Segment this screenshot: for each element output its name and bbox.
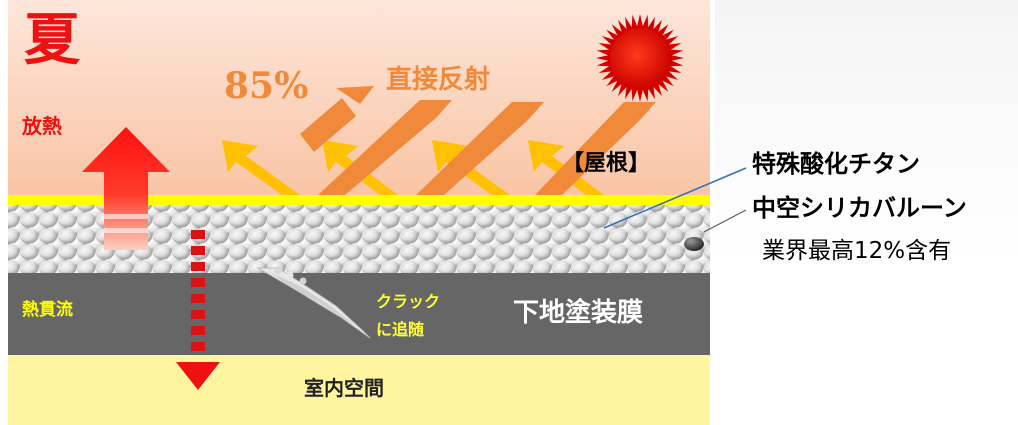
callout-titanium: 特殊酸化チタン [752, 149, 920, 178]
heat-release-arrow-icon [82, 127, 170, 250]
callout-line-titanium [603, 167, 747, 229]
season-label: 夏 [24, 7, 80, 73]
direct-reflection-ray-icon [300, 86, 656, 195]
background-panel [715, 0, 1018, 260]
callout-content: 業界最高12%含有 [762, 238, 952, 264]
heat-release-label: 放熱 [22, 114, 62, 138]
indoor-space-label: 室内空間 [304, 376, 384, 400]
crack-follow-label-1: クラック [376, 292, 441, 311]
reflection-percent-label: 85% [224, 65, 309, 107]
callout-line-balloon [703, 209, 747, 233]
heat-flow-arrow-icon [176, 230, 220, 390]
sun-icon [596, 14, 684, 102]
crack-icon [256, 266, 371, 339]
direct-reflection-label: 直接反射 [386, 65, 491, 95]
roof-label: 【屋根】 [562, 150, 651, 176]
crack-follow-label-2: に追随 [376, 320, 425, 339]
top-coat-layer [8, 195, 710, 205]
base-coat-label: 下地塗装膜 [513, 298, 644, 328]
indoor-area [8, 355, 710, 425]
base-coat-layer [8, 273, 710, 355]
silica-particle-icon [684, 237, 704, 251]
heat-flow-label: 熱貫流 [22, 300, 73, 320]
callout-balloon: 中空シリカバルーン [752, 193, 967, 222]
